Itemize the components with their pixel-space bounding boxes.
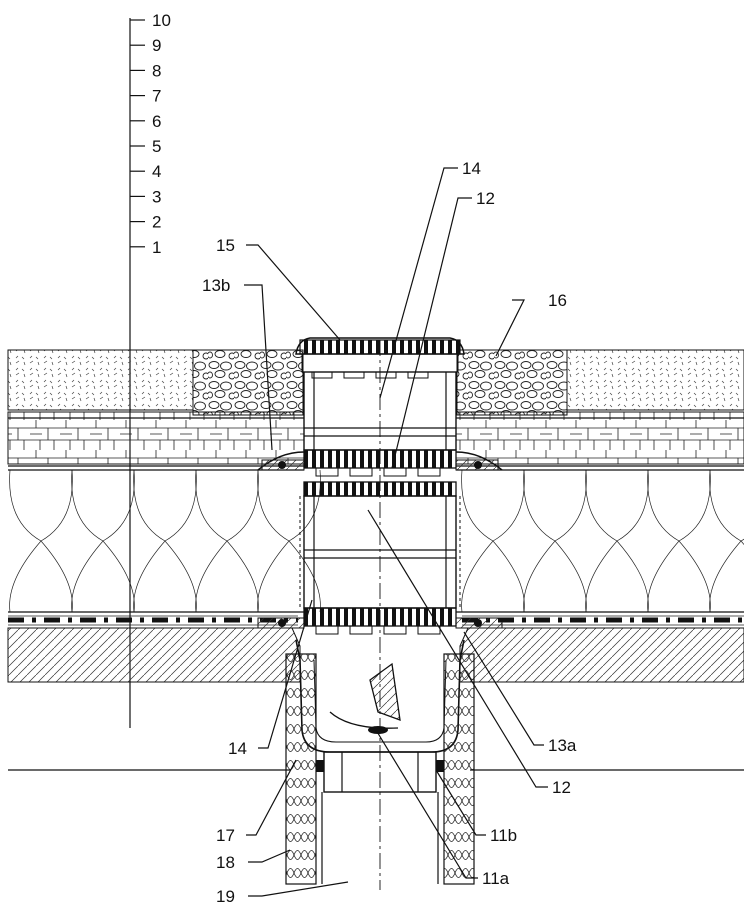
pipe-seal-left bbox=[316, 760, 324, 772]
bolt-lower-left bbox=[278, 619, 286, 627]
drainage-board-left bbox=[7, 411, 305, 465]
insulation-lobe bbox=[647, 469, 711, 613]
insulation-lobe bbox=[133, 469, 197, 613]
callout-13a: 13a bbox=[548, 736, 577, 755]
leader-11b bbox=[435, 769, 486, 836]
leader-15 bbox=[246, 244, 341, 341]
pipe-insulation-left bbox=[285, 653, 317, 885]
callout-15: 15 bbox=[216, 236, 235, 255]
callout-11b: 11b bbox=[490, 826, 517, 845]
sealing-ring-upper-teeth bbox=[304, 467, 444, 477]
flap-pivot bbox=[368, 726, 388, 734]
leader-18 bbox=[248, 849, 291, 863]
insulation-lobe bbox=[71, 469, 135, 613]
paving-slab-right bbox=[566, 349, 744, 411]
scale-label: 1 bbox=[152, 238, 161, 257]
bolt-lower-right bbox=[474, 619, 482, 627]
callout-14-bottom: 14 bbox=[228, 739, 247, 758]
insulation-lobe bbox=[461, 469, 525, 613]
concrete-slab-right bbox=[459, 627, 744, 683]
callout-labels: 14 12 15 13b 16 14 13a 12 17 11b 18 11a … bbox=[202, 159, 577, 906]
thermal-insulation-right bbox=[461, 469, 744, 613]
callout-17: 17 bbox=[216, 826, 235, 845]
callout-12-bottom: 12 bbox=[552, 778, 571, 797]
callout-18: 18 bbox=[216, 853, 235, 872]
roof-drain-assembly bbox=[257, 337, 503, 890]
leader-19 bbox=[248, 881, 349, 897]
leader-16 bbox=[495, 299, 525, 357]
leader-14-top bbox=[379, 167, 458, 399]
leader-12-bottom bbox=[367, 509, 548, 788]
paving-slab-left bbox=[7, 349, 194, 411]
roof-layers bbox=[7, 349, 744, 771]
extension-corrugation bbox=[299, 496, 461, 608]
thermal-insulation-left bbox=[9, 469, 321, 613]
drain-body-inner bbox=[313, 659, 447, 743]
insulation-lobe bbox=[257, 469, 321, 613]
gravel-fill-left bbox=[192, 349, 304, 416]
scale-label: 5 bbox=[152, 137, 161, 156]
scale-label: 6 bbox=[152, 112, 161, 131]
insulation-lobe bbox=[585, 469, 649, 613]
insulation-lobe bbox=[523, 469, 587, 613]
leader-14-bottom bbox=[258, 599, 313, 749]
scale-label: 8 bbox=[152, 61, 161, 80]
concrete-slab-left bbox=[7, 627, 301, 683]
leader-11a bbox=[375, 729, 478, 879]
scale-label: 10 bbox=[152, 11, 171, 30]
scale-label: 4 bbox=[152, 162, 161, 181]
drainage-board-right bbox=[455, 411, 744, 465]
gravel-fill-right bbox=[456, 349, 568, 416]
callout-19: 19 bbox=[216, 887, 235, 906]
bolt-upper-right bbox=[474, 461, 482, 469]
callout-14-top: 14 bbox=[462, 159, 481, 178]
callout-12-top: 12 bbox=[476, 189, 495, 208]
leader-13b bbox=[244, 284, 273, 451]
sealing-ring-lower-teeth bbox=[304, 625, 444, 635]
scale-label: 9 bbox=[152, 36, 161, 55]
scale-label: 2 bbox=[152, 213, 161, 232]
leader-lines bbox=[244, 167, 548, 897]
backflow-flap bbox=[369, 662, 401, 721]
grating-teeth bbox=[302, 371, 456, 379]
extension-element-upper bbox=[303, 371, 457, 451]
pipe-insulation-right bbox=[443, 653, 475, 885]
leader-13a bbox=[463, 631, 544, 746]
callout-16: 16 bbox=[548, 291, 567, 310]
callout-13b: 13b bbox=[202, 276, 230, 295]
leader-12-top bbox=[391, 197, 472, 469]
scale-label: 7 bbox=[152, 87, 161, 106]
flap-arm bbox=[329, 711, 399, 729]
scale-label: 3 bbox=[152, 187, 161, 206]
insulation-lobe bbox=[195, 469, 259, 613]
pipe-seal-right bbox=[436, 760, 444, 772]
bolt-upper-left bbox=[278, 461, 286, 469]
insulation-lobe bbox=[9, 469, 73, 613]
grating-rim bbox=[295, 337, 465, 355]
insulation-lobe bbox=[709, 469, 744, 613]
callout-11a: 11a bbox=[482, 869, 510, 888]
leader-17 bbox=[246, 759, 297, 836]
